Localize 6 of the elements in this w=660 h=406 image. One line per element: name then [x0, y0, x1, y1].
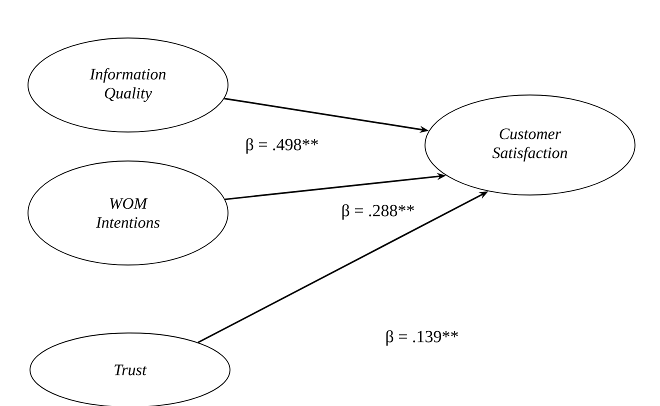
edge-label: β = .139** — [386, 330, 458, 346]
edge-label: β = .498** — [246, 138, 318, 154]
ellipse-node: WOM Intentions — [28, 160, 228, 266]
edge-label: β = .288** — [342, 204, 414, 220]
ellipse-node: Customer Satisfaction — [424, 94, 636, 196]
ellipse-node: Information Quality — [28, 38, 228, 132]
